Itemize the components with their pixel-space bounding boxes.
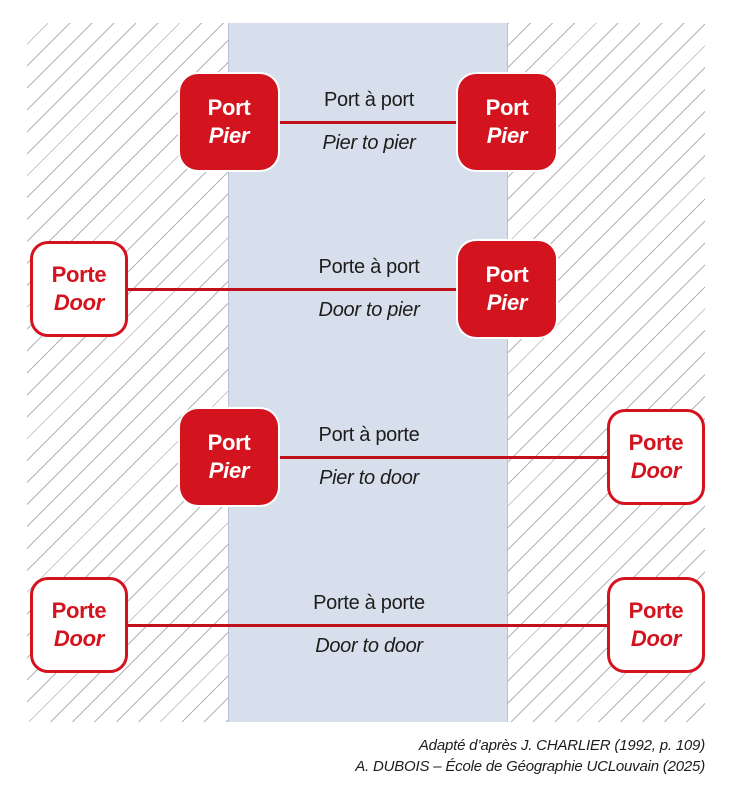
- node-text-fr: Port: [485, 261, 529, 287]
- node-text-fr: Port: [207, 94, 251, 120]
- route-label-en: Door to door: [315, 635, 423, 657]
- node-port-pier: Port Pier: [458, 74, 556, 170]
- link-line-door-to-pier: [79, 287, 507, 291]
- node-text-fr: Porte: [628, 597, 684, 623]
- route-label-fr: Port à porte: [318, 424, 420, 446]
- route-label-en: Pier to door: [319, 467, 419, 489]
- node-port-pier: Port Pier: [180, 74, 278, 170]
- route-label-fr: Porte à porte: [313, 592, 425, 614]
- route-label-fr: Port à port: [323, 89, 415, 111]
- route-label-en: Door to pier: [318, 299, 420, 321]
- node-text-en: Door: [630, 458, 682, 483]
- node-text-fr: Porte: [628, 429, 684, 455]
- node-text-fr: Port: [207, 429, 251, 455]
- source-caption-line1: Adapté d’après J. CHARLIER (1992, p. 109…: [418, 737, 705, 754]
- node-text-en: Door: [53, 290, 105, 315]
- node-text-en: Pier: [486, 290, 528, 315]
- node-text-en: Door: [630, 626, 682, 651]
- node-porte-door: Porte Door: [607, 577, 705, 673]
- route-label-en: Pier to pier: [322, 132, 416, 154]
- link-line-pier-to-pier: [229, 120, 507, 124]
- node-text-fr: Port: [485, 94, 529, 120]
- node-porte-door: Porte Door: [30, 577, 128, 673]
- node-text-en: Door: [53, 626, 105, 651]
- route-label-fr: Porte à port: [318, 256, 420, 278]
- source-caption-line2: A. DUBOIS – École de Géographie UCLouvai…: [355, 758, 705, 775]
- source-caption: Adapté d’après J. CHARLIER (1992, p. 109…: [355, 735, 705, 777]
- node-text-en: Pier: [208, 458, 250, 483]
- node-port-pier: Port Pier: [458, 241, 556, 337]
- node-port-pier: Port Pier: [180, 409, 278, 505]
- node-porte-door: Porte Door: [607, 409, 705, 505]
- node-text-en: Pier: [486, 123, 528, 148]
- link-line-pier-to-door: [229, 455, 656, 459]
- node-text-fr: Porte: [51, 261, 107, 287]
- link-line-door-to-door: [79, 623, 656, 627]
- node-porte-door: Porte Door: [30, 241, 128, 337]
- node-text-en: Pier: [208, 123, 250, 148]
- node-text-fr: Porte: [51, 597, 107, 623]
